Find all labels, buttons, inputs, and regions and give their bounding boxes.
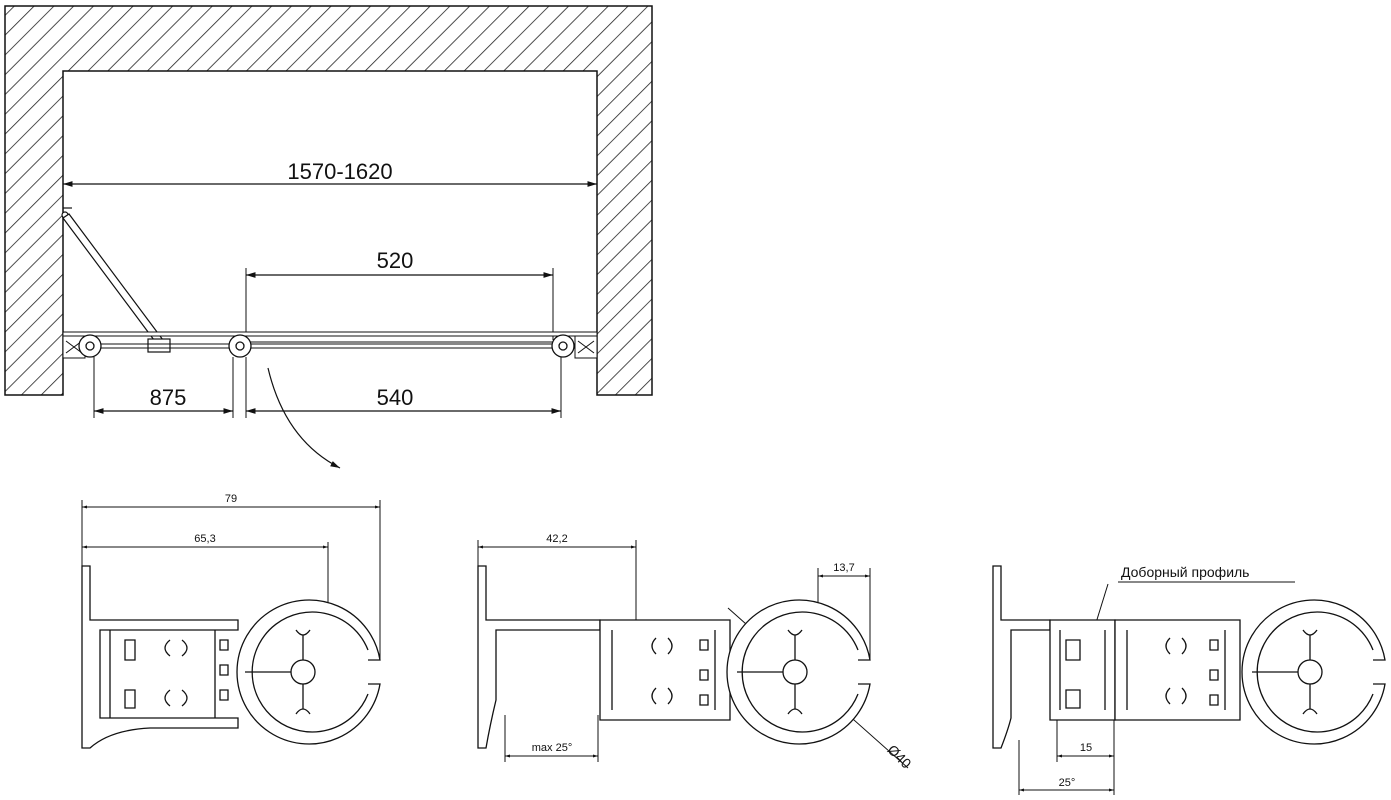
dim-door-travel-label: 540 — [377, 385, 414, 410]
dim-overall-label: 79 — [225, 493, 237, 505]
wall-niche — [4, 5, 653, 396]
detail-middle: 42,2 13,7 max 25° Ø40 — [477, 533, 915, 772]
wall-profile-right — [992, 565, 1241, 749]
dim-diameter-label: Ø40 — [885, 741, 915, 771]
detail-right: Доборный профиль 15 25° — [992, 564, 1386, 795]
round-profile-right — [1241, 599, 1386, 745]
dim-width-label: 42,2 — [546, 533, 567, 545]
detail-left: 79 65,3 — [81, 493, 381, 749]
dimension-total-width: 1570-1620 — [62, 159, 597, 187]
dimension-fixed-panel: 875 — [93, 357, 234, 418]
round-profile-middle — [726, 599, 871, 745]
detail-callout-arrow — [267, 367, 341, 469]
dimension-door-travel: 540 — [245, 357, 562, 418]
dim-offset-label: 13,7 — [833, 562, 854, 574]
dim-angle-label: max 25° — [532, 742, 572, 754]
wall-profile-left — [81, 565, 239, 749]
extension-profile-callout: Доборный профиль — [1121, 564, 1249, 580]
round-profile-left — [236, 599, 381, 745]
dim-inner-label: 65,3 — [194, 533, 215, 545]
roller-profiles — [78, 334, 575, 358]
dim-door-width-label: 520 — [377, 248, 414, 273]
dim-total-label: 1570-1620 — [287, 159, 392, 184]
dim-inner-label-right: 15 — [1080, 742, 1092, 754]
dim-angle-label-right: 25° — [1059, 777, 1076, 789]
dim-fixed-panel-label: 875 — [150, 385, 187, 410]
dimension-door-width: 520 — [245, 248, 554, 340]
support-arm — [61, 207, 171, 353]
wall-profile-middle — [477, 565, 731, 749]
glass-rail — [62, 331, 598, 359]
plan-view: 1570-1620 520 — [4, 5, 653, 469]
